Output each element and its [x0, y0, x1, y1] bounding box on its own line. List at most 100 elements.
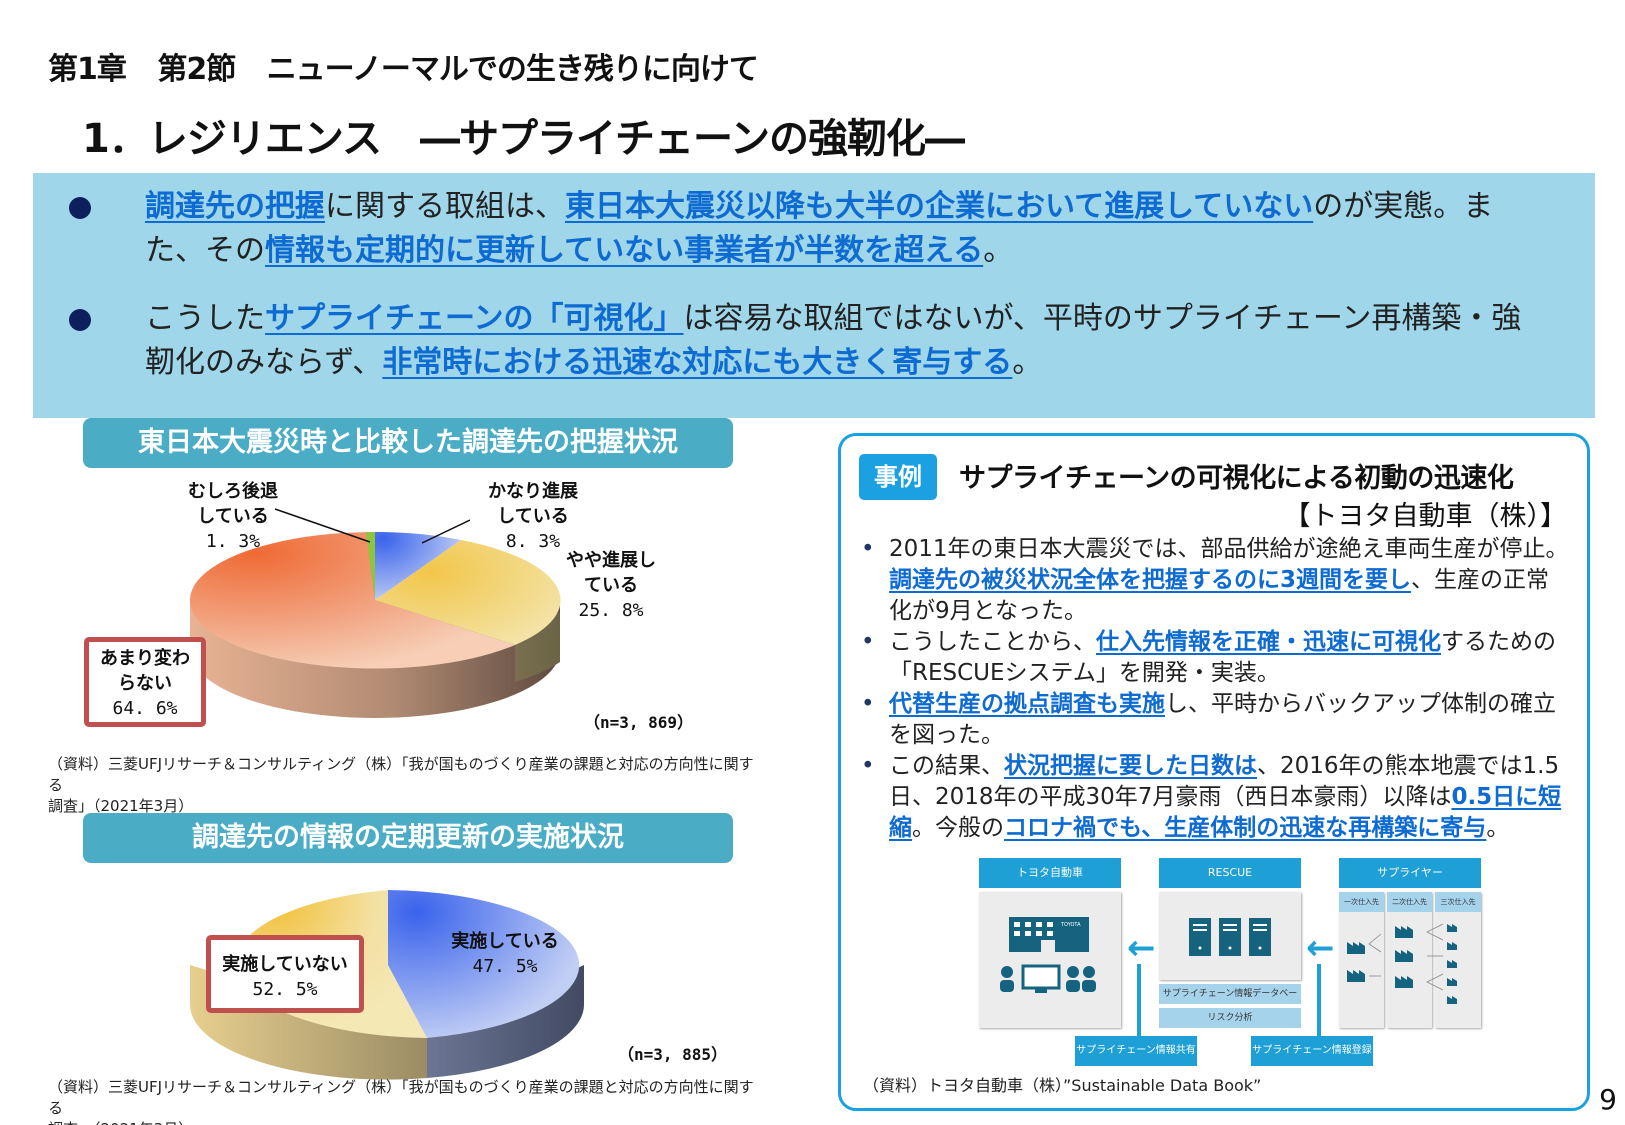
label-jisshi: 実施している 47. 5%: [440, 929, 570, 979]
body-text: こうした: [145, 301, 265, 336]
highlight-text: 東日本大震災以降も大半の企業において進展していない: [565, 189, 1314, 224]
diagram-tier1-panel: [1339, 892, 1384, 1028]
summary-bullet-text: 調達先の把握に関する取組は、東日本大震災以降も大半の企業において進展していないの…: [145, 185, 1549, 273]
label-pct: 52. 5%: [252, 979, 318, 1000]
leader-lines: [274, 508, 470, 544]
chart2-title: 調達先の情報の定期更新の実施状況: [83, 813, 733, 863]
label-text: ている: [584, 575, 638, 596]
case-item: こうしたことから、仕入先情報を正確・迅速に可視化するための「RESCUEシステム…: [859, 627, 1569, 689]
label-pct: 1. 3%: [205, 531, 261, 552]
highlight-box-mijisshi: 実施していない 52. 5%: [206, 935, 364, 1013]
label-mushiro: むしろ後退 している 1. 3%: [178, 479, 288, 554]
chapter-number: 第1章: [48, 52, 127, 87]
page-number: 9: [1599, 1083, 1617, 1116]
diagram-rescue-panel: [1159, 892, 1301, 980]
sample-size-1: （n=3, 869）: [584, 713, 694, 732]
chapter-heading: 第1章 第2節 ニューノーマルでの生き残りに向けて: [48, 44, 759, 88]
highlight-text: 情報も定期的に更新していない事業者が半数を超える: [265, 233, 984, 268]
diagram-toyota-head: トヨタ自動車: [979, 858, 1121, 888]
diagram-tier3-panel: [1435, 892, 1481, 1028]
summary-bullet-text: こうしたサプライチェーンの「可視化」は容易な取組ではないが、平時のサプライチェー…: [145, 297, 1549, 385]
case-item: 2011年の東日本大震災では、部品供給が途絶え車両生産が停止。調達先の被災状況全…: [859, 534, 1569, 627]
highlight-text: 仕入先情報を正確・迅速に可視化: [1096, 629, 1441, 655]
body-text: のが実態。また、その: [145, 189, 1494, 268]
page-title: 1．レジリエンス ―サプライチェーンの強靭化―: [82, 116, 965, 162]
summary-bullet-2: こうしたサプライチェーンの「可視化」は容易な取組ではないが、平時のサプライチェー…: [69, 297, 1549, 385]
sample-size-2: （n=3, 885）: [618, 1045, 728, 1064]
body-text: に関する取組は、: [325, 189, 565, 224]
label-text: あまり変わ: [100, 648, 190, 669]
highlight-text: 代替生産の拠点調査も実施: [889, 691, 1165, 717]
label-mijisshi: 実施していない 52. 5%: [211, 952, 359, 1002]
summary-bullet-1: 調達先の把握に関する取組は、東日本大震災以降も大半の企業において進展していないの…: [69, 185, 1549, 273]
body-text: 。: [983, 233, 1014, 268]
highlight-text: 調達先の被災状況全体を把握するのに3週間を要し: [889, 567, 1412, 593]
diagram-tier2: 二次仕入先: [1387, 892, 1432, 912]
case-list: 2011年の東日本大震災では、部品供給が途絶え車両生産が停止。調達先の被災状況全…: [859, 534, 1569, 844]
chart1-source: （資料）三菱UFJリサーチ＆コンサルティング（株）「我が国ものづくり産業の課題と…: [48, 754, 768, 817]
source-line: （資料）三菱UFJリサーチ＆コンサルティング（株）「我が国ものづくり産業の課題と…: [48, 1078, 754, 1117]
highlight-box-amari: あまり変わ らない 64. 6%: [84, 637, 206, 727]
case-item: この結果、状況把握に要した日数は、2016年の熊本地震では1.5日、2018年の…: [859, 751, 1569, 844]
label-kanari: かなり進展 している 8. 3%: [478, 479, 588, 554]
section-number: 第2節: [157, 52, 236, 87]
highlight-text: 調達先の把握: [145, 189, 325, 224]
body-text: この結果、: [889, 753, 1004, 779]
diagram-tier3: 三次仕入先: [1435, 892, 1481, 912]
label-text: 実施していない: [222, 954, 348, 975]
diagram-rescue-head: RESCUE: [1159, 858, 1301, 888]
highlight-text: 非常時における迅速な対応にも大きく寄与する: [382, 345, 1013, 380]
summary-box: 調達先の把握に関する取組は、東日本大震災以降も大半の企業において進展していないの…: [33, 173, 1595, 418]
label-text: やや進展し: [566, 550, 656, 571]
label-pct: 47. 5%: [472, 956, 538, 977]
label-text: している: [497, 506, 569, 527]
bullet-dot-icon: [69, 309, 91, 331]
rescue-diagram: トヨタ自動車 TOYOTA RESCUE サプライチェーン情報データベース: [979, 858, 1489, 1068]
body-text: 、生産の正常化が9月となった。: [889, 567, 1550, 624]
diagram-tier1: 一次仕入先: [1339, 892, 1384, 912]
case-item: 代替生産の拠点調査も実施し、平時からバックアップ体制の確立を図った。: [859, 689, 1569, 751]
diagram-supplier-head: サプライヤー: [1339, 858, 1481, 888]
toyota-building-icon: TOYOTA: [1000, 917, 1096, 993]
pie-chart-1: [189, 531, 561, 718]
highlight-text: コロナ禍でも、生産体制の迅速な再構築に寄与: [1004, 815, 1487, 841]
case-study-box: 事例 サプライチェーンの可視化による初動の迅速化 【トヨタ自動車（株）】 201…: [838, 433, 1590, 1111]
callout-register: サプライチェーン情報登録: [1251, 1036, 1373, 1066]
body-text: 、2016年の熊本地震では1.5日、2018年の平成30年7月豪雨（西日本豪雨）…: [889, 753, 1560, 810]
toyota-logo-text: TOYOTA: [1060, 922, 1081, 928]
callout-stem: [1317, 964, 1321, 1044]
section-title: ニューノーマルでの生き残りに向けて: [266, 52, 759, 87]
body-text: は容易な取組ではないが、平時のサプライチェーン再構築・強靭化のみならず、: [145, 301, 1522, 380]
highlight-text: サプライチェーンの「可視化」: [265, 301, 684, 336]
chart2-source: （資料）三菱UFJリサーチ＆コンサルティング（株）「我が国ものづくり産業の課題と…: [48, 1077, 768, 1125]
body-text: 。: [1012, 345, 1043, 380]
label-pct: 64. 6%: [112, 698, 178, 719]
diagram-toyota-panel: TOYOTA: [979, 892, 1121, 1028]
callout-stem: [1137, 964, 1141, 1044]
bullet-dot-icon: [69, 197, 91, 219]
label-text: 実施している: [451, 931, 559, 952]
label-pct: 25. 8%: [578, 600, 644, 621]
label-yaya: やや進展し ている 25. 8%: [556, 548, 666, 623]
diagram-rescue-db: サプライチェーン情報データベース: [1159, 984, 1301, 1019]
callout-share: サプライチェーン情報共有: [1075, 1036, 1197, 1066]
server-icon: [1189, 918, 1271, 956]
source-line: （資料）三菱UFJリサーチ＆コンサルティング（株）「我が国ものづくり産業の課題と…: [48, 755, 754, 794]
source-line: 調査」（2021年3月）: [48, 1119, 768, 1125]
label-pct: 8. 3%: [505, 531, 561, 552]
case-tag: 事例: [859, 454, 937, 500]
highlight-text: 0.5日に短縮: [889, 784, 1562, 841]
label-text: らない: [118, 673, 172, 694]
body-text: 2011年の東日本大震災では、部品供給が途絶え車両生産が停止。: [889, 536, 1569, 562]
label-text: している: [197, 506, 269, 527]
highlight-text: 状況把握に要した日数は: [1004, 753, 1257, 779]
chart1-title: 東日本大震災時と比較した調達先の把握状況: [83, 418, 733, 468]
factory-icons: [1347, 923, 1457, 1004]
arrow-left-icon: ←: [1127, 928, 1156, 968]
label-text: かなり進展: [488, 481, 578, 502]
case-company: 【トヨタ自動車（株）】: [1283, 501, 1568, 532]
body-text: 。: [1486, 815, 1510, 841]
body-text: するための「RESCUEシステム」を開発・実装。: [889, 629, 1556, 686]
label-amari: あまり変わ らない 64. 6%: [89, 646, 201, 721]
case-source: （資料）トヨタ自動車（株）”Sustainable Data Book”: [863, 1076, 1262, 1095]
